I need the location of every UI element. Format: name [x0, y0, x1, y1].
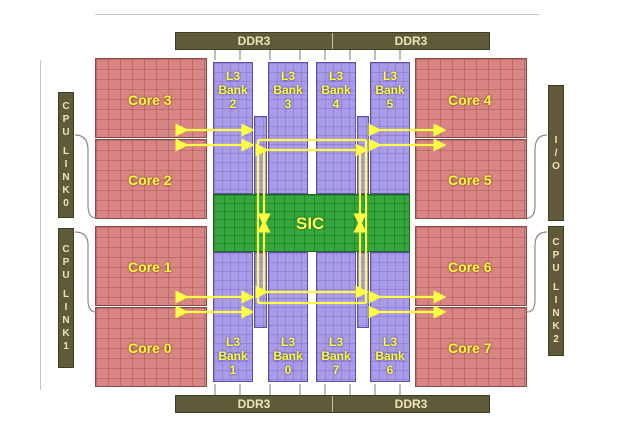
cpu-link-1-char: N — [62, 315, 70, 326]
l3-bank-2-label: L3 Bank 2 — [214, 63, 252, 111]
bank-label-line: Bank — [321, 349, 351, 363]
cpu-link-1-char: U — [62, 270, 70, 281]
cpu-link-2-char: N — [552, 308, 560, 319]
bank-label-line: Bank — [273, 349, 303, 363]
bank-label-line: Bank — [218, 83, 248, 97]
cpu-link-2-char: U — [552, 263, 560, 274]
ddr3-top-bar: DDR3 DDR3 — [175, 32, 490, 50]
cpu-link-1-char: L — [62, 289, 70, 300]
l3-bank-5-label: L3 Bank 5 — [371, 63, 409, 111]
bank-label-line: 0 — [284, 363, 292, 377]
bank-label-line: 3 — [284, 97, 292, 111]
cpu-link-0-char: K — [62, 185, 70, 196]
bank-label-line: Bank — [375, 83, 405, 97]
bank-label-line: L3 — [280, 335, 295, 349]
ddr3-bottom-left-label: DDR3 — [237, 397, 271, 411]
ddr3-top-right-label: DDR3 — [394, 34, 428, 48]
core-0-label: Core 0 — [128, 340, 172, 356]
io-char: / — [554, 147, 558, 159]
l3-bank-3-label: L3 Bank 3 — [269, 63, 307, 111]
ddr3-bottom-bar: DDR3 DDR3 — [175, 395, 490, 413]
core-1-label: Core 1 — [128, 259, 172, 275]
cpu-link-2-char: K — [552, 321, 560, 332]
cpu-link-1-char: 1 — [63, 341, 69, 352]
cpu-link-0-char: C — [62, 101, 70, 112]
bank-label-line: L3 — [225, 335, 240, 349]
cpu-link-1-char: P — [62, 257, 70, 268]
ddr-bottom-ticks — [214, 384, 401, 395]
core-5-label: Core 5 — [448, 172, 492, 188]
core-7-block: Core 7 — [415, 307, 527, 387]
bank-label-line: 2 — [229, 97, 237, 111]
cpu-link-0-char: 0 — [63, 198, 69, 209]
bank-label-line: L3 — [225, 69, 240, 83]
l3-bank-0-label: L3 Bank 0 — [269, 253, 307, 377]
bank-label-line: L3 — [280, 69, 295, 83]
bank-label-line: L3 — [382, 335, 397, 349]
bank-label-line: L3 — [382, 69, 397, 83]
bank-label-line: Bank — [218, 349, 248, 363]
l3-bank-6-label: L3 Bank 6 — [371, 253, 409, 377]
l3-bank-0-block: L3 Bank 0 — [268, 252, 308, 382]
sic-label: SIC — [296, 214, 325, 233]
connector-link2 — [526, 231, 548, 313]
core-6-label: Core 6 — [448, 259, 492, 275]
ddr3-bottom-divider — [332, 396, 333, 412]
cpu-link-0-char: U — [62, 127, 70, 138]
connector-io — [526, 134, 548, 219]
cpu-link-1-char: I — [64, 302, 68, 313]
io-char: I — [554, 134, 558, 146]
ddr3-bottom-right-label: DDR3 — [394, 397, 428, 411]
bank-label-line: Bank — [321, 83, 351, 97]
bank-label-line: 4 — [332, 97, 340, 111]
l3-bank-7-block: L3 Bank 7 — [316, 252, 356, 382]
cpu-link-1-block: C P U L I N K 1 — [58, 228, 74, 368]
bank-label-line: L3 — [328, 335, 343, 349]
core-3-label: Core 3 — [128, 92, 172, 108]
cpu-link-2-char: L — [552, 282, 560, 293]
top-ruler — [95, 14, 540, 15]
ddr3-top-left-label: DDR3 — [237, 34, 271, 48]
io-char: O — [552, 160, 560, 172]
cpu-link-0-char: N — [62, 172, 70, 183]
io-block: I / O — [548, 85, 564, 221]
cpu-link-2-block: C P U L I N K 2 — [548, 226, 564, 356]
core-2-label: Core 2 — [128, 172, 172, 188]
bank-label-line: Bank — [273, 83, 303, 97]
bank-label-line: L3 — [328, 69, 343, 83]
sic-block: SIC — [213, 194, 410, 252]
bank-label-line: 6 — [386, 363, 394, 377]
bank-label-line: Bank — [375, 349, 405, 363]
cpu-link-0-char: P — [62, 114, 70, 125]
core-5-block: Core 5 — [415, 139, 527, 219]
l3-bank-7-label: L3 Bank 7 — [317, 253, 355, 377]
connector-link0 — [74, 134, 97, 219]
core-7-label: Core 7 — [448, 340, 492, 356]
core-0-block: Core 0 — [95, 307, 207, 387]
l3-bank-4-label: L3 Bank 4 — [317, 63, 355, 111]
bank-label-line: 5 — [386, 97, 394, 111]
core-1-block: Core 1 — [95, 226, 207, 306]
cpu-link-2-char: I — [554, 295, 558, 306]
core-2-block: Core 2 — [95, 139, 207, 219]
core-4-label: Core 4 — [448, 92, 492, 108]
cpu-link-2-char: C — [552, 237, 560, 248]
left-ruler — [40, 60, 41, 390]
cpu-link-2-char: 2 — [553, 334, 559, 345]
ddr-top-ticks — [214, 50, 401, 60]
cpu-link-0-char: I — [64, 159, 68, 170]
cpu-link-0-block: C P U L I N K 0 — [58, 92, 74, 218]
l3-bank-4-block: L3 Bank 4 — [316, 62, 356, 194]
connector-link1 — [74, 231, 97, 313]
cpu-link-1-char: C — [62, 244, 70, 255]
l3-bank-3-block: L3 Bank 3 — [268, 62, 308, 194]
cpu-link-1-char: K — [62, 328, 70, 339]
cpu-link-0-char: L — [62, 146, 70, 157]
ddr3-top-divider — [332, 33, 333, 49]
bank-label-line: 1 — [229, 363, 237, 377]
cpu-link-2-char: P — [552, 250, 560, 261]
l3-bank-1-label: L3 Bank 1 — [214, 253, 252, 377]
bank-label-line: 7 — [332, 363, 340, 377]
